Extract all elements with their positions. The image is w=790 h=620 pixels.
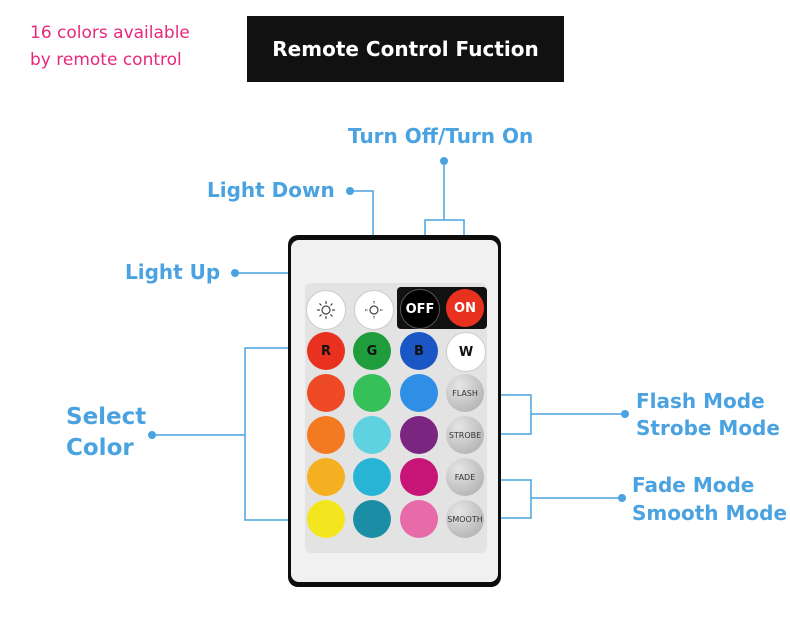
page-title: Remote Control Fuction <box>247 16 564 82</box>
color-button[interactable] <box>353 374 391 412</box>
intro-line-2: by remote control <box>30 50 182 70</box>
label-select: Select <box>66 404 147 430</box>
label-light-down: Light Down <box>207 178 335 202</box>
flash-button[interactable]: FLASH <box>446 374 484 412</box>
on-button[interactable]: ON <box>446 289 484 327</box>
green-button[interactable]: G <box>353 332 391 370</box>
sun-down-icon <box>365 301 383 319</box>
smooth-button[interactable]: SMOOTH <box>446 500 484 538</box>
label-flash-mode: Flash Mode <box>636 389 765 413</box>
red-button[interactable]: R <box>307 332 345 370</box>
label-select-color: Select Color <box>66 402 146 464</box>
color-button[interactable] <box>307 500 345 538</box>
brightness-down-button[interactable] <box>354 290 394 330</box>
color-button[interactable] <box>307 458 345 496</box>
intro-line-1: 16 colors available <box>30 23 190 43</box>
color-button[interactable] <box>307 416 345 454</box>
color-button[interactable] <box>400 374 438 412</box>
sun-up-icon <box>317 301 335 319</box>
off-button[interactable]: OFF <box>400 289 440 329</box>
strobe-button[interactable]: STROBE <box>446 416 484 454</box>
color-button[interactable] <box>353 416 391 454</box>
color-button[interactable] <box>400 458 438 496</box>
label-turn-off-on: Turn Off/Turn On <box>348 124 534 148</box>
color-button[interactable] <box>307 374 345 412</box>
brightness-up-button[interactable] <box>306 290 346 330</box>
blue-button[interactable]: B <box>400 332 438 370</box>
label-smooth-mode: Smooth Mode <box>632 501 788 525</box>
white-button[interactable]: W <box>446 332 486 372</box>
fade-button[interactable]: FADE <box>446 458 484 496</box>
label-light-up: Light Up <box>125 260 221 284</box>
intro-text: 16 colors available by remote control <box>30 20 190 74</box>
label-color: Color <box>66 435 134 461</box>
color-button[interactable] <box>400 500 438 538</box>
label-strobe-mode: Strobe Mode <box>636 416 780 440</box>
color-button[interactable] <box>400 416 438 454</box>
color-button[interactable] <box>353 500 391 538</box>
label-fade-mode: Fade Mode <box>632 473 755 497</box>
color-button[interactable] <box>353 458 391 496</box>
